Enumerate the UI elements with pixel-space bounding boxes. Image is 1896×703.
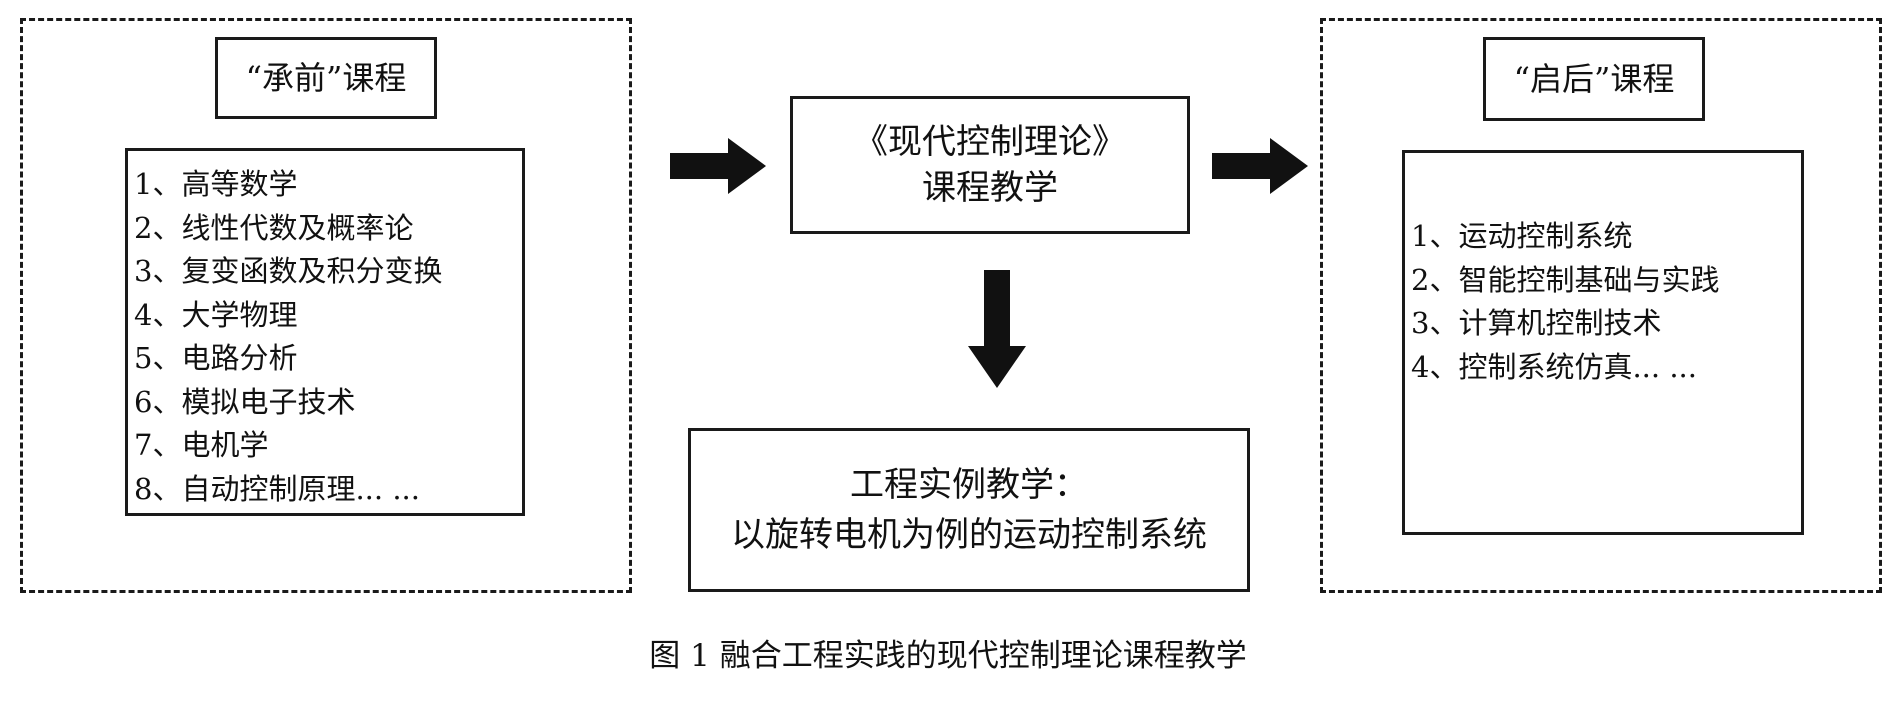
prior-course-item: 1、高等数学 bbox=[134, 167, 298, 201]
prior-course-item: 8、自动控制原理... ... bbox=[134, 471, 420, 506]
subsequent-courses-title-box: “启后”课程 bbox=[1483, 37, 1705, 121]
subsequent-course-item: 2、智能控制基础与实践 bbox=[1411, 262, 1720, 297]
prior-course-item: 7、电机学 bbox=[134, 428, 269, 462]
prior-courses-list-box: 1、高等数学 2、线性代数及概率论 3、复变函数及积分变换 4、大学物理 5、电… bbox=[125, 148, 525, 516]
prior-course-item: 5、电路分析 bbox=[134, 341, 298, 375]
prior-courses-title-box: “承前”课程 bbox=[215, 37, 437, 119]
figure-caption: 图 1 融合工程实践的现代控制理论课程教学 bbox=[649, 638, 1247, 674]
center-line-1: 《现代控制理论》 bbox=[854, 122, 1126, 162]
subsequent-courses-title: “启后”课程 bbox=[1513, 60, 1675, 98]
prior-courses-group bbox=[20, 18, 632, 593]
arrow-right-prior-to-center bbox=[670, 138, 766, 194]
prior-course-item: 3、复变函数及积分变换 bbox=[134, 254, 443, 288]
modern-control-theory-box: 《现代控制理论》 课程教学 bbox=[790, 96, 1190, 234]
center-line-2: 课程教学 bbox=[922, 168, 1058, 208]
subsequent-course-item: 1、运动控制系统 bbox=[1411, 219, 1633, 253]
subsequent-courses-list: 1、运动控制系统 2、智能控制基础与实践 3、计算机控制技术 4、控制系统仿真.… bbox=[1411, 215, 1801, 389]
prior-course-item: 4、大学物理 bbox=[134, 297, 298, 332]
prior-course-item: 6、模拟电子技术 bbox=[134, 384, 356, 419]
subsequent-courses-group bbox=[1320, 18, 1882, 593]
subsequent-course-item: 3、计算机控制技术 bbox=[1411, 306, 1662, 340]
subsequent-course-item: 4、控制系统仿真... ... bbox=[1411, 349, 1697, 384]
arrow-right-center-to-next bbox=[1212, 138, 1308, 194]
case-line-1: 工程实例教学： bbox=[850, 465, 1088, 505]
subsequent-courses-list-box: 1、运动控制系统 2、智能控制基础与实践 3、计算机控制技术 4、控制系统仿真.… bbox=[1402, 150, 1804, 535]
prior-courses-list: 1、高等数学 2、线性代数及概率论 3、复变函数及积分变换 4、大学物理 5、电… bbox=[134, 163, 522, 511]
engineering-case-box: 工程实例教学： 以旋转电机为例的运动控制系统 bbox=[688, 428, 1250, 592]
prior-courses-title: “承前”课程 bbox=[245, 59, 407, 97]
case-line-2: 以旋转电机为例的运动控制系统 bbox=[731, 515, 1207, 555]
arrow-down-to-case bbox=[968, 270, 1026, 388]
figure-caption-wrap: 图 1 融合工程实践的现代控制理论课程教学 bbox=[0, 636, 1896, 680]
prior-course-item: 2、线性代数及概率论 bbox=[134, 210, 414, 245]
